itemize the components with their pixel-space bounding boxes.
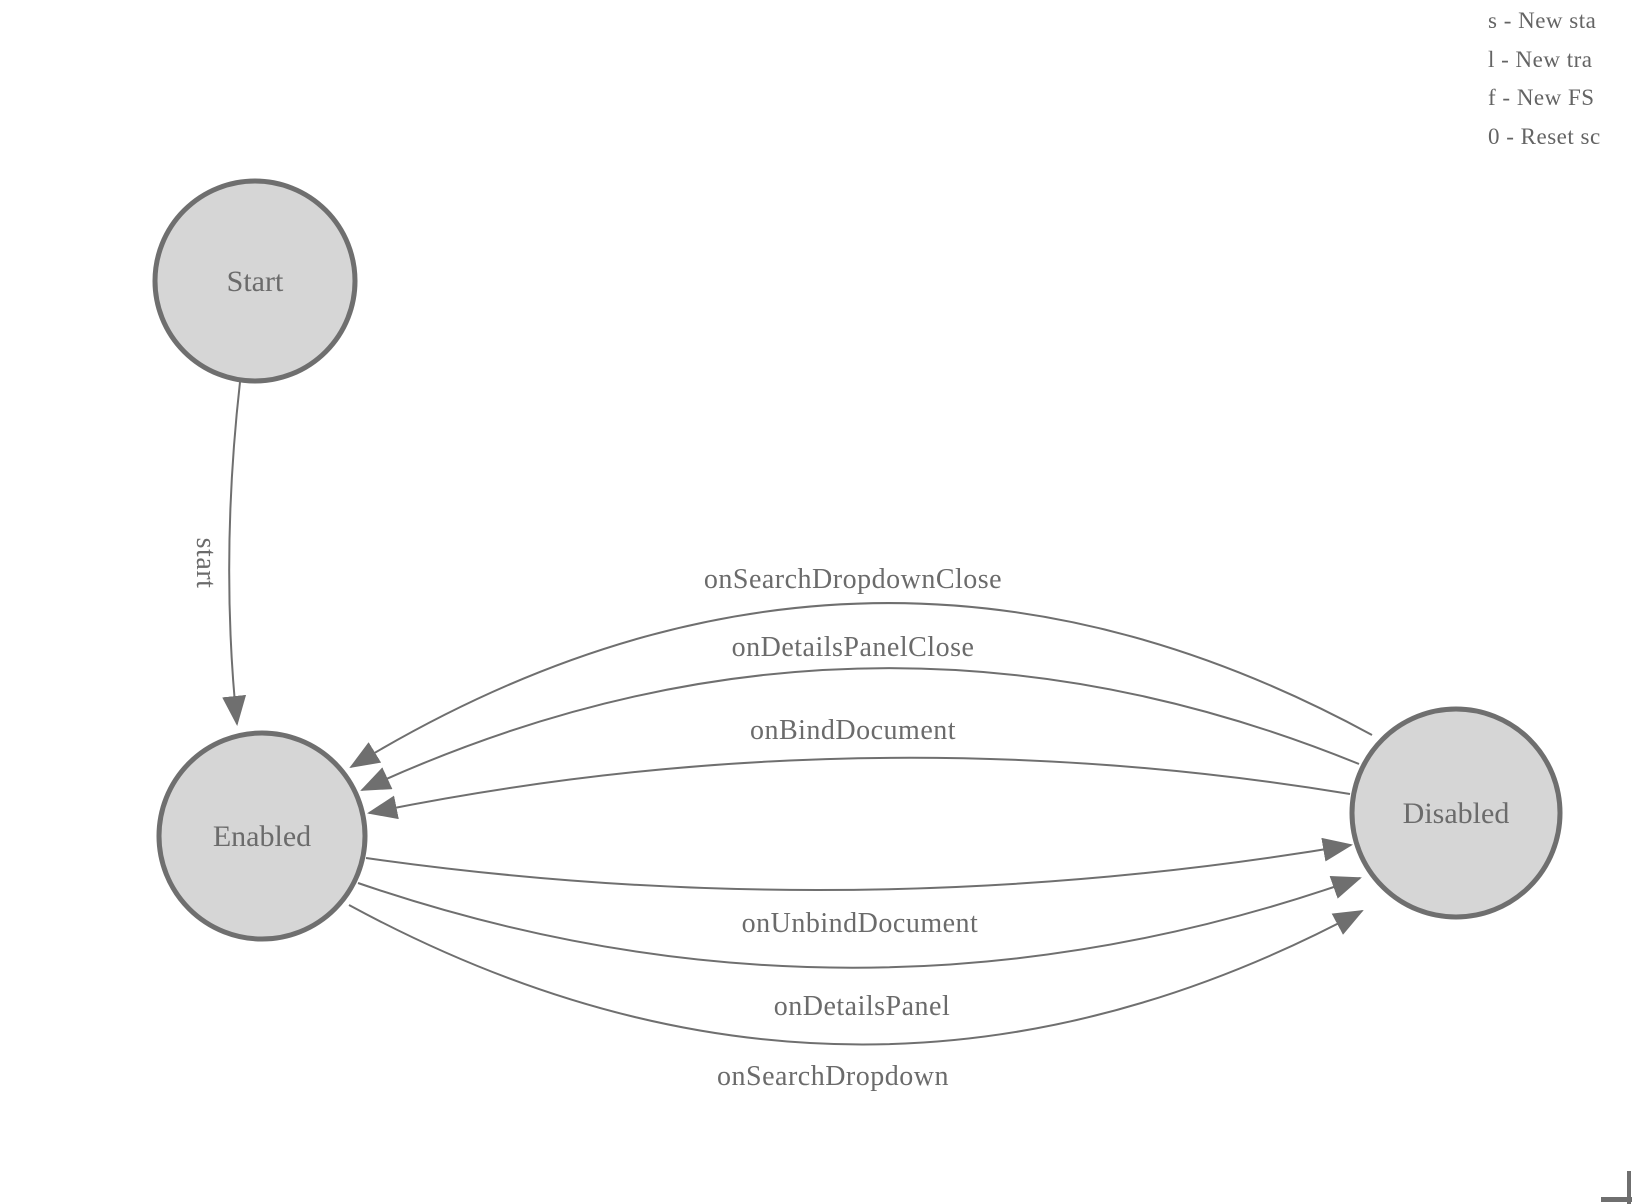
transition-label-onUnbindDocument: onUnbindDocument (742, 908, 979, 939)
state-circle-enabled[interactable] (156, 730, 368, 942)
transition-label-onBindDocument: onBindDocument (750, 715, 956, 746)
state-node-start[interactable]: Start (152, 178, 358, 384)
legend-line-new-fsm: f - New FS (1488, 85, 1595, 111)
transition-label-onDetailsPanel: onDetailsPanel (774, 991, 951, 1022)
transition-onBindDocument[interactable] (367, 756, 1351, 820)
transition-label-onSearchDropdownClose: onSearchDropdownClose (704, 564, 1002, 595)
state-label-enabled: Enabled (213, 820, 311, 853)
legend-line-reset-scale: 0 - Reset sc (1488, 124, 1601, 150)
state-circle-start[interactable] (152, 178, 358, 384)
transition-label-onDetailsPanelClose: onDetailsPanelClose (732, 632, 975, 663)
state-label-start: Start (227, 265, 284, 298)
shortcut-legend: s - New sta l - New tra f - New FS 0 - R… (1488, 2, 1601, 157)
state-node-enabled[interactable]: Enabled (156, 730, 368, 942)
transition-onSearchDropdownClose[interactable] (349, 602, 1373, 769)
state-label-disabled: Disabled (1403, 797, 1510, 830)
state-circle-disabled[interactable] (1349, 706, 1563, 920)
legend-line-new-transition: l - New tra (1488, 46, 1593, 72)
transition-start[interactable] (222, 381, 247, 726)
transition-label-start: start (190, 538, 221, 589)
transition-onDetailsPanelClose[interactable] (360, 667, 1360, 791)
state-node-disabled[interactable]: Disabled (1349, 706, 1563, 920)
transition-onSearchDropdown[interactable] (348, 904, 1364, 1046)
transition-onDetailsPanel[interactable] (357, 876, 1362, 969)
transition-onUnbindDocument[interactable] (365, 837, 1353, 892)
transition-label-onSearchDropdown: onSearchDropdown (717, 1061, 949, 1092)
legend-line-new-state: s - New sta (1488, 8, 1597, 33)
corner-bracket-horizontal (1601, 1197, 1632, 1202)
corner-bracket-vertical (1627, 1171, 1631, 1204)
